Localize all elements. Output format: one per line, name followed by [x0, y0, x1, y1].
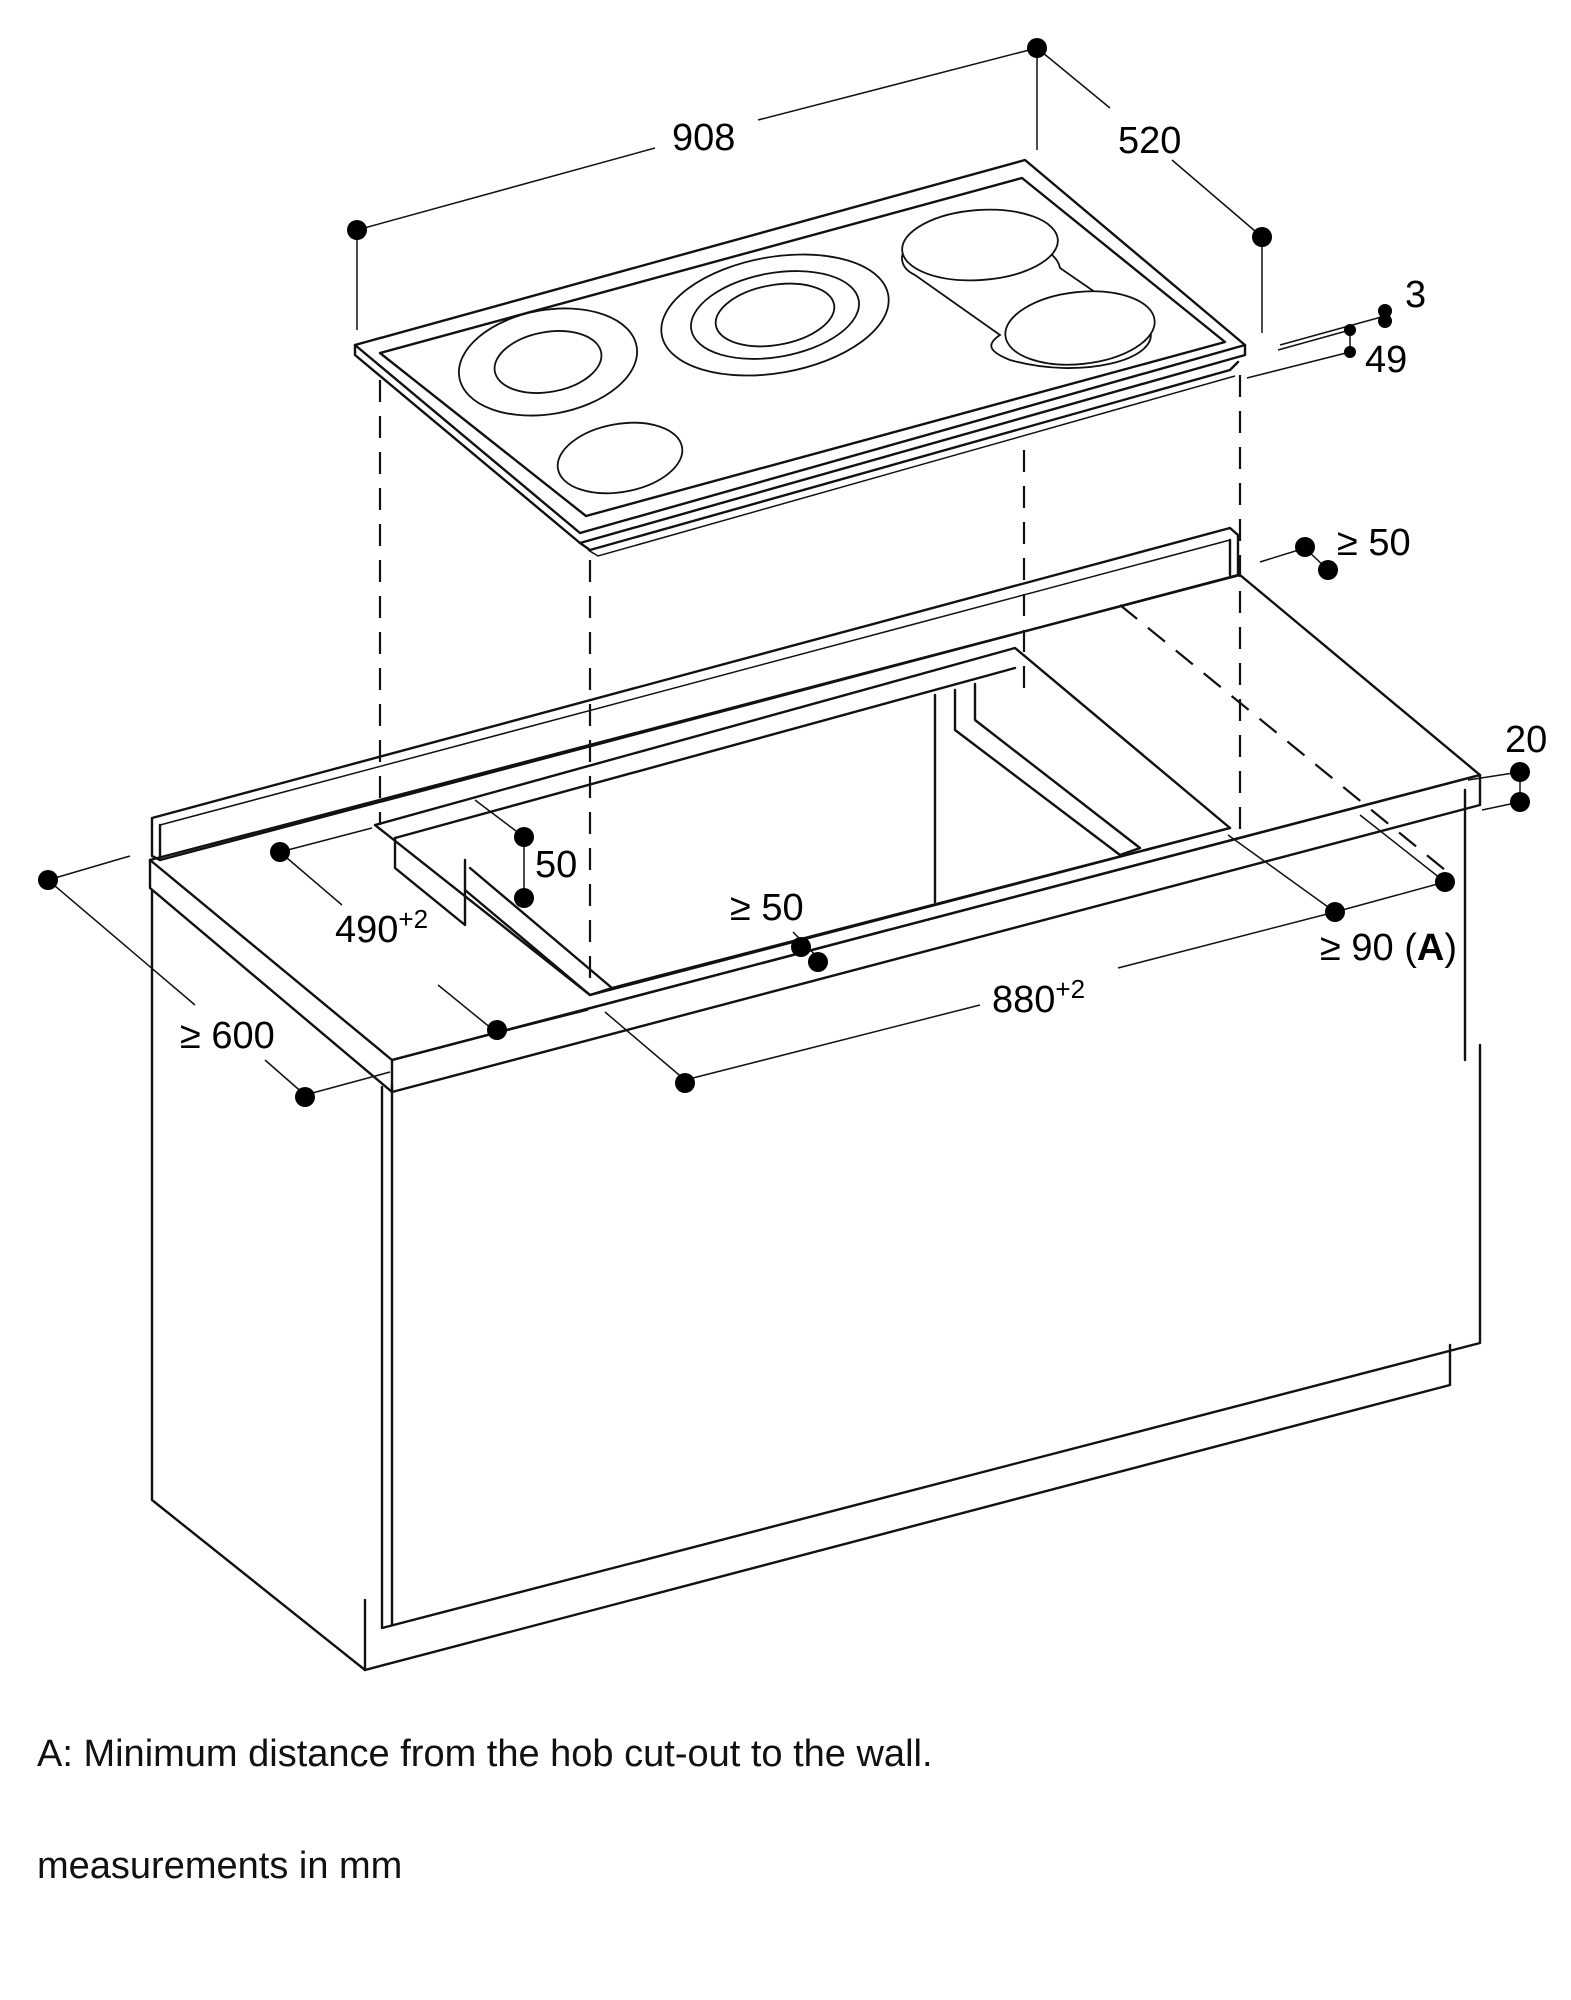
- cabinet-front-panel: [380, 1043, 1482, 1630]
- kitchen-cabinet: [150, 788, 1482, 1672]
- cooking-zone-flex-front: [1004, 290, 1156, 366]
- dimension-labels: 908 520 3 49 ≥ 50 20 490+2 50 ≥ 50 880+2…: [180, 117, 1547, 1057]
- dim-hob-height: 49: [1365, 339, 1407, 381]
- worktop-left-edge: [148, 858, 394, 1094]
- dim-front-clearance: 50: [535, 844, 577, 886]
- dim-cutout-depth: 490+2: [335, 904, 428, 951]
- cutout-inner-back: [393, 666, 1017, 840]
- cooking-zone-front-small: [556, 421, 684, 495]
- dim-cutout-width: 880+2: [992, 974, 1085, 1021]
- worktop-top-surface: [148, 573, 1482, 1062]
- hob-glass-inner-frame: [378, 176, 1227, 518]
- cutout-front-inner: [610, 826, 1232, 990]
- note-a-definition: A: Minimum distance from the hob cut-out…: [37, 1733, 933, 1775]
- cabinet-left-side: [150, 888, 367, 1672]
- upstand-top-line: [159, 539, 1231, 826]
- cutout-inner-left: [393, 836, 467, 927]
- cutout-left-frame: [463, 858, 614, 997]
- worktop-front-edge: [390, 773, 1482, 1094]
- worktop: [148, 526, 1482, 1094]
- dim-wall-distance: ≥ 90 (A): [1320, 927, 1457, 969]
- hob-body-underside: [578, 360, 1240, 552]
- cooking-zones: [458, 208, 1156, 495]
- projection-lines: [378, 375, 1446, 985]
- dim-inner-clearance: ≥ 50: [730, 887, 804, 929]
- dimension-lines: [47, 47, 1521, 1096]
- dim-hob-width: 908: [672, 117, 735, 159]
- cooking-zone-center-inner: [714, 282, 836, 348]
- dim-worktop-depth: ≥ 600: [180, 1015, 275, 1057]
- dim-hob-depth: 520: [1118, 120, 1181, 162]
- hob-body-bottom: [587, 375, 1236, 557]
- cooking-zone-left-inner: [493, 330, 603, 394]
- dimension-endpoints: [38, 38, 1530, 1107]
- dim-back-clearance: ≥ 50: [1337, 522, 1411, 564]
- cooking-zone-flex-rear: [901, 208, 1059, 282]
- wall-upstand: [150, 526, 1240, 862]
- units-note: measurements in mm: [37, 1845, 403, 1887]
- induction-hob: [353, 158, 1247, 557]
- cabinet-plinth: [363, 1343, 1452, 1672]
- dim-worktop-thickness: 20: [1505, 719, 1547, 761]
- dim-glass-thickness: 3: [1405, 274, 1426, 316]
- worktop-cutout: [373, 646, 1232, 997]
- cutout-right-frame: [953, 682, 1142, 857]
